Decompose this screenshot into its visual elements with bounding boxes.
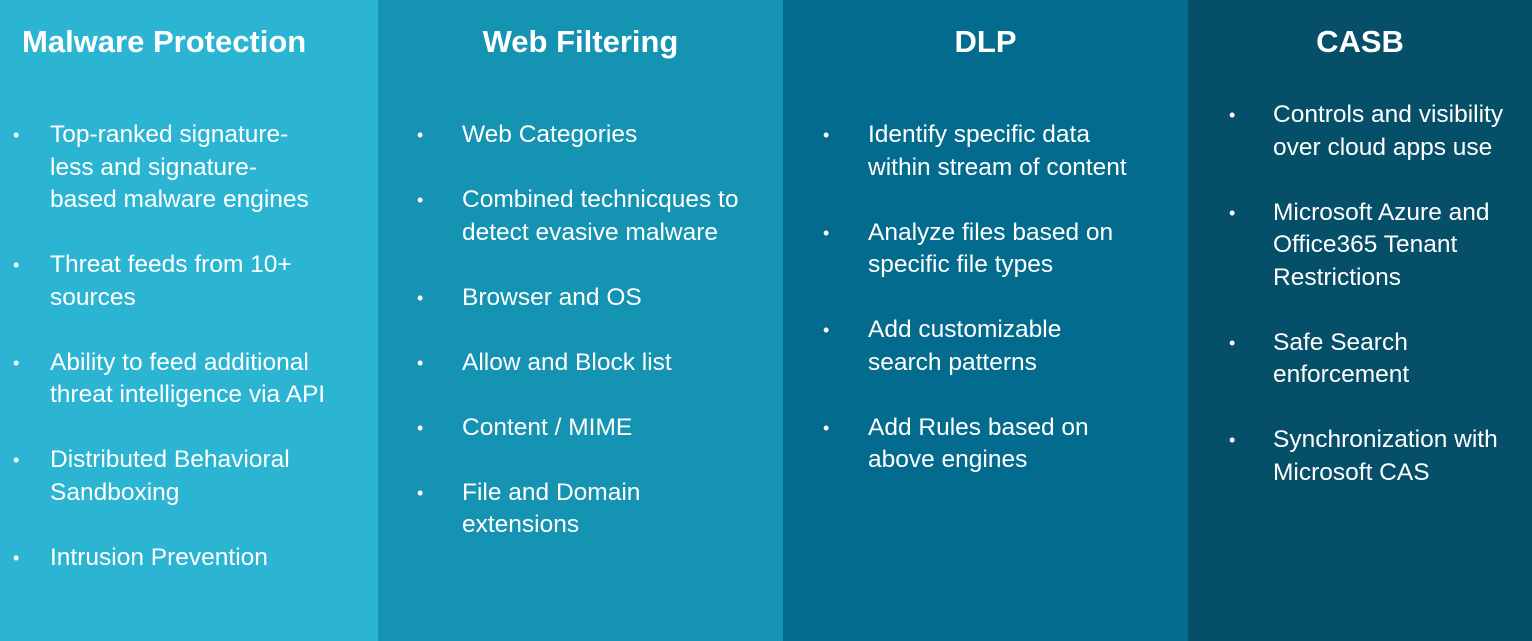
bullet-icon: • bbox=[1229, 202, 1236, 223]
bullet-icon: • bbox=[823, 417, 830, 438]
feature-list: • Web Categories • Combined technicques to… bbox=[378, 119, 783, 574]
item-text: Content / MIME bbox=[462, 413, 633, 441]
list-item: • Combined technicques to detect evasive … bbox=[378, 184, 763, 249]
item-text: Controls and visibility over cloud apps … bbox=[1273, 101, 1504, 161]
item-text: Threat feeds from 10+ sources bbox=[50, 251, 292, 311]
column-malware-protection: Malware Protection • Top-ranked signature… bbox=[0, 0, 378, 641]
bullet-icon: • bbox=[823, 125, 830, 145]
column-web-filtering: Web Filtering • Web Categories • Combined … bbox=[378, 0, 783, 641]
bullet-icon: • bbox=[417, 417, 424, 438]
item-text: Combined technicques to detect evasive m… bbox=[462, 186, 739, 246]
bullet-icon: • bbox=[1229, 430, 1236, 450]
list-item: • Identify specific data within stream of… bbox=[783, 119, 1133, 184]
column-title: Web Filtering bbox=[482, 24, 679, 59]
list-item: • Browser and OS bbox=[378, 282, 758, 315]
item-text: File and Domain extensions bbox=[462, 478, 641, 539]
item-text: Add customizable search patterns bbox=[868, 316, 1062, 376]
list-item: • Top-ranked signature-less and signature… bbox=[0, 119, 320, 217]
list-item: • Distributed Behavioral Sandboxing bbox=[0, 444, 325, 509]
list-item: • Safe Search enforcement bbox=[1188, 327, 1438, 392]
list-item: • File and Domain extensions bbox=[378, 477, 723, 542]
item-text: Add Rules based on above engines bbox=[868, 413, 1089, 474]
bullet-icon: • bbox=[823, 222, 830, 243]
list-item: • Add customizable search patterns bbox=[783, 314, 1123, 379]
column-title: DLP bbox=[954, 24, 1017, 59]
bullet-icon: • bbox=[13, 352, 20, 373]
bullet-icon: • bbox=[417, 190, 424, 210]
list-item: • Allow and Block list bbox=[378, 347, 758, 380]
bullet-icon: • bbox=[13, 450, 20, 470]
bullet-icon: • bbox=[1229, 332, 1236, 353]
bullet-icon: • bbox=[1229, 105, 1236, 125]
list-item: • Web Categories bbox=[378, 119, 758, 152]
bullet-icon: • bbox=[417, 482, 424, 503]
list-item: • Intrusion Prevention bbox=[0, 542, 360, 575]
bullet-icon: • bbox=[417, 125, 424, 145]
list-item: • Analyze files based on specific file ty… bbox=[783, 217, 1173, 282]
bullet-icon: • bbox=[417, 287, 424, 308]
item-text: Distributed Behavioral Sandboxing bbox=[50, 446, 290, 506]
item-text: Allow and Block list bbox=[462, 348, 672, 376]
item-text: Microsoft Azure and Office365 Tenant Res… bbox=[1273, 198, 1490, 291]
list-item: • Content / MIME bbox=[378, 412, 758, 445]
item-text: Intrusion Prevention bbox=[50, 543, 268, 571]
column-title: CASB bbox=[1316, 24, 1404, 59]
list-item: • Threat feeds from 10+ sources bbox=[0, 249, 320, 314]
feature-list: • Top-ranked signature-less and signature… bbox=[0, 119, 378, 607]
feature-list: • Identify specific data within stream of… bbox=[783, 119, 1188, 509]
bullet-icon: • bbox=[13, 125, 20, 145]
column-casb: CASB • Controls and visibility over cloud… bbox=[1188, 0, 1532, 641]
feature-list: • Controls and visibility over cloud apps… bbox=[1188, 99, 1532, 522]
column-title: Malware Protection bbox=[22, 24, 307, 59]
column-dlp: DLP • Identify specific data within strea… bbox=[783, 0, 1188, 641]
list-item: • Ability to feed additional threat intel… bbox=[0, 347, 345, 412]
bullet-icon: • bbox=[13, 547, 20, 568]
item-text: Top-ranked signature-less and signature-… bbox=[50, 121, 309, 213]
list-item: • Synchronization with Microsoft CAS bbox=[1188, 424, 1530, 489]
item-text: Web Categories bbox=[462, 121, 638, 148]
list-item: • Add Rules based on above engines bbox=[783, 412, 1153, 477]
item-text: Analyze files based on specific file typ… bbox=[868, 218, 1114, 279]
bullet-icon: • bbox=[823, 320, 830, 340]
item-text: Safe Search enforcement bbox=[1273, 328, 1410, 389]
list-item: • Controls and visibility over cloud apps… bbox=[1188, 99, 1530, 164]
item-text: Synchronization with Microsoft CAS bbox=[1273, 426, 1498, 486]
item-text: Ability to feed additional threat intell… bbox=[50, 348, 326, 409]
bullet-icon: • bbox=[13, 255, 20, 275]
list-item: • Microsoft Azure and Office365 Tenant Re… bbox=[1188, 197, 1523, 295]
bullet-icon: • bbox=[417, 352, 424, 373]
item-text: Browser and OS bbox=[462, 283, 642, 311]
item-text: Identify specific data within stream of … bbox=[868, 121, 1127, 181]
